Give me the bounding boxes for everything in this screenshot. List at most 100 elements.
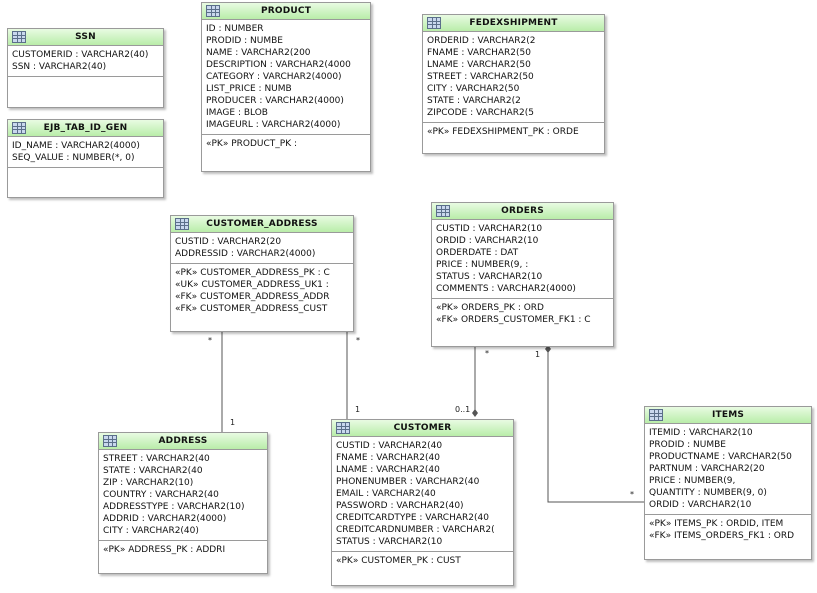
column-row[interactable]: CREDITCARDTYPE : VARCHAR2(40: [336, 513, 489, 523]
key-row[interactable]: «PK» FEDEXSHIPMENT_PK : ORDE: [427, 127, 579, 137]
column-row[interactable]: STATUS : VARCHAR2(10: [436, 272, 543, 282]
keys-section: [8, 77, 163, 99]
column-row[interactable]: QUANTITY : NUMBER(9, 0): [649, 488, 767, 498]
column-row[interactable]: PRODID : NUMBE: [206, 36, 283, 46]
column-row[interactable]: PARTNUM : VARCHAR2(20: [649, 464, 765, 474]
key-row[interactable]: «FK» CUSTOMER_ADDRESS_CUST: [175, 304, 328, 314]
column-row[interactable]: ID_NAME : VARCHAR2(4000): [12, 141, 140, 151]
column-row[interactable]: CATEGORY : VARCHAR2(4000): [206, 72, 342, 82]
column-row[interactable]: LIST_PRICE : NUMB: [206, 84, 292, 94]
column-row[interactable]: FNAME : VARCHAR2(40: [336, 453, 440, 463]
column-row[interactable]: SEQ_VALUE : NUMBER(*, 0): [12, 153, 135, 163]
column-row[interactable]: FNAME : VARCHAR2(50: [427, 48, 531, 58]
key-row[interactable]: «PK» CUSTOMER_PK : CUST: [336, 556, 461, 566]
column-row[interactable]: COUNTRY : VARCHAR2(40: [103, 490, 219, 500]
table-header-items[interactable]: ITEMS: [645, 407, 811, 424]
key-row[interactable]: «PK» PRODUCT_PK :: [206, 139, 297, 149]
column-row[interactable]: ZIP : VARCHAR2(10): [103, 478, 194, 488]
column-row[interactable]: PRODID : NUMBE: [649, 440, 726, 450]
key-row[interactable]: «PK» ITEMS_PK : ORDID, ITEM: [649, 519, 784, 529]
column-row[interactable]: PRODUCER : VARCHAR2(4000): [206, 96, 344, 106]
table-ssn[interactable]: SSN CUSTOMERID : VARCHAR2(40) SSN : VARCHA…: [7, 28, 164, 108]
column-row[interactable]: PRICE : NUMBER(9,: [649, 476, 736, 486]
table-product[interactable]: PRODUCT ID : NUMBER PRODID : NUMBE NAME : V…: [201, 2, 371, 172]
column-row[interactable]: CREDITCARDNUMBER : VARCHAR2(: [336, 525, 495, 535]
table-header-fedex[interactable]: FEDEXSHIPMENT: [423, 15, 604, 32]
column-row[interactable]: LNAME : VARCHAR2(40: [336, 465, 440, 475]
table-name: PRODUCT: [260, 6, 312, 16]
keys-section: «PK» PRODUCT_PK :: [202, 135, 370, 153]
column-row[interactable]: ADDRESSTYPE : VARCHAR2(10): [103, 502, 245, 512]
column-row[interactable]: PASSWORD : VARCHAR2(40): [336, 501, 464, 511]
column-row[interactable]: ORDERID : VARCHAR2(2: [427, 36, 536, 46]
column-row[interactable]: ID : NUMBER: [206, 24, 264, 34]
column-row[interactable]: CUSTID : VARCHAR2(20: [175, 237, 282, 247]
mult-ca-addr-top: *: [208, 336, 212, 345]
column-row[interactable]: PHONENUMBER : VARCHAR2(40: [336, 477, 480, 487]
column-row[interactable]: ITEMID : VARCHAR2(10: [649, 428, 753, 438]
table-icon: [12, 122, 26, 134]
column-row[interactable]: CUSTID : VARCHAR2(10: [436, 224, 543, 234]
key-row[interactable]: «PK» ADDRESS_PK : ADDRI: [103, 545, 226, 555]
table-header-orders[interactable]: ORDERS: [432, 203, 613, 220]
column-row[interactable]: IMAGEURL : VARCHAR2(4000): [206, 120, 341, 130]
keys-section: «PK» CUSTOMER_PK : CUST: [332, 552, 513, 570]
table-ejb-tab-id-gen[interactable]: EJB_TAB_ID_GEN ID_NAME : VARCHAR2(4000) SE…: [7, 119, 164, 198]
column-row[interactable]: IMAGE : BLOB: [206, 108, 268, 118]
column-row[interactable]: CUSTID : VARCHAR2(40: [336, 441, 443, 451]
column-row[interactable]: ADDRESSID : VARCHAR2(4000): [175, 249, 316, 259]
table-name: CUSTOMER: [393, 423, 452, 433]
column-row[interactable]: EMAIL : VARCHAR2(40: [336, 489, 436, 499]
column-row[interactable]: ORDERDATE : DAT: [436, 248, 519, 258]
column-row[interactable]: CUSTOMERID : VARCHAR2(40): [12, 50, 149, 60]
table-header-address[interactable]: ADDRESS: [99, 433, 267, 450]
mult-ord-items-top: 1: [535, 350, 541, 359]
column-row[interactable]: CITY : VARCHAR2(40): [103, 526, 199, 536]
column-row[interactable]: STATE : VARCHAR2(40: [103, 466, 203, 476]
column-row[interactable]: ADDRID : VARCHAR2(4000): [103, 514, 227, 524]
column-row[interactable]: LNAME : VARCHAR2(50: [427, 60, 531, 70]
key-row[interactable]: «PK» ORDERS_PK : ORD: [436, 303, 544, 313]
key-row[interactable]: «FK» ITEMS_ORDERS_FK1 : ORD: [649, 531, 795, 541]
table-header-ssn[interactable]: SSN: [8, 29, 163, 46]
column-row[interactable]: STREET : VARCHAR2(50: [427, 72, 534, 82]
column-row[interactable]: ORDID : VARCHAR2(10: [649, 500, 752, 510]
key-row[interactable]: «FK» CUSTOMER_ADDRESS_ADDR: [175, 292, 330, 302]
column-row[interactable]: PRODUCTNAME : VARCHAR2(50: [649, 452, 792, 462]
table-header-ejb[interactable]: EJB_TAB_ID_GEN: [8, 120, 163, 137]
key-row[interactable]: «FK» ORDERS_CUSTOMER_FK1 : C: [436, 315, 591, 325]
column-row[interactable]: COMMENTS : VARCHAR2(4000): [436, 284, 576, 294]
key-row[interactable]: «UK» CUSTOMER_ADDRESS_UK1 :: [175, 280, 329, 290]
keys-section: «PK» FEDEXSHIPMENT_PK : ORDE: [423, 123, 604, 141]
table-header-customer[interactable]: CUSTOMER: [332, 420, 513, 437]
keys-section: «PK» CUSTOMER_ADDRESS_PK : C «UK» CUSTOME…: [171, 264, 353, 318]
column-row[interactable]: NAME : VARCHAR2(200: [206, 48, 311, 58]
key-row[interactable]: «PK» CUSTOMER_ADDRESS_PK : C: [175, 268, 330, 278]
column-row[interactable]: CITY : VARCHAR2(50: [427, 84, 520, 94]
table-header-product[interactable]: PRODUCT: [202, 3, 370, 20]
columns-section: CUSTOMERID : VARCHAR2(40) SSN : VARCHAR2(…: [8, 46, 163, 77]
column-row[interactable]: DESCRIPTION : VARCHAR2(4000: [206, 60, 351, 70]
table-header-custaddr[interactable]: CUSTOMER_ADDRESS: [171, 216, 353, 233]
column-row[interactable]: STATUS : VARCHAR2(10: [336, 537, 443, 547]
column-row[interactable]: STATE : VARCHAR2(2: [427, 96, 521, 106]
keys-section: «PK» ADDRESS_PK : ADDRI: [99, 541, 267, 559]
column-row[interactable]: ZIPCODE : VARCHAR2(5: [427, 108, 534, 118]
table-icon: [649, 409, 663, 421]
column-row[interactable]: STREET : VARCHAR2(40: [103, 454, 210, 464]
table-icon: [103, 435, 117, 447]
column-row[interactable]: ORDID : VARCHAR2(10: [436, 236, 539, 246]
column-row[interactable]: PRICE : NUMBER(9, :: [436, 260, 529, 270]
column-row[interactable]: SSN : VARCHAR2(40): [12, 62, 107, 72]
mult-ca-cust-bottom: 1: [355, 405, 361, 414]
mult-ord-cust-top: *: [485, 349, 489, 358]
